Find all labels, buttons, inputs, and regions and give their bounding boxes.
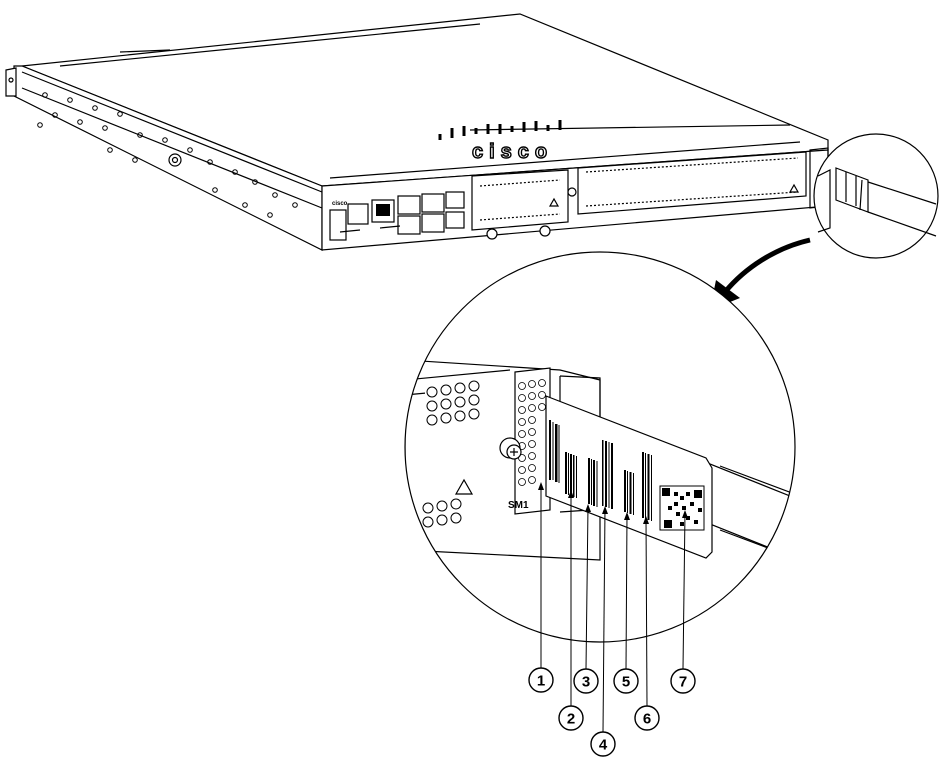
- callout-3: 3: [573, 668, 599, 694]
- callout-5-number: 5: [622, 674, 630, 691]
- slot-label-sm1: SM1: [508, 500, 529, 511]
- sfp-port-1: [445, 191, 465, 209]
- console-port: [347, 203, 369, 225]
- zoom-source-circle: [813, 133, 939, 259]
- side-mounting-holes: [37, 92, 298, 218]
- callout-2: 2: [558, 705, 584, 731]
- barcode-1: [549, 420, 560, 483]
- barcode-5: [624, 470, 634, 515]
- router-chassis: cisco cisco: [5, 13, 829, 251]
- barcode-4: [602, 440, 613, 509]
- ethernet-port-4: [421, 213, 445, 233]
- front-panel-logo: cisco: [332, 201, 348, 207]
- barcode-3: [588, 458, 598, 507]
- callout-leader-lines: [540, 484, 686, 733]
- qr-code: [659, 485, 705, 531]
- zoom-detail-circle: SM1: [404, 251, 796, 643]
- ethernet-port-3: [421, 193, 445, 213]
- ethernet-port-1: [397, 195, 421, 215]
- ethernet-port-2: [397, 215, 421, 235]
- ground-screw-icon: [168, 153, 182, 167]
- callout-5: 5: [613, 668, 639, 694]
- callout-7: 7: [670, 668, 696, 694]
- callout-4: 4: [590, 731, 616, 757]
- barcode-6: [642, 452, 652, 521]
- callout-4-number: 4: [599, 737, 608, 754]
- callout-3-number: 3: [582, 674, 590, 691]
- callout-2-number: 2: [567, 711, 575, 728]
- callout-6: 6: [634, 705, 660, 731]
- callout-7-number: 7: [679, 674, 687, 691]
- callout-1: 1: [528, 667, 554, 693]
- warning-triangle-icon: [454, 478, 474, 495]
- thumb-screw-icon: [499, 437, 522, 460]
- callout-6-number: 6: [643, 711, 651, 728]
- service-module-slot-2: [577, 151, 807, 215]
- cisco-logo: cisco: [472, 141, 553, 163]
- callout-arrowheads: [538, 482, 688, 524]
- cisco-logo-bars: [438, 120, 562, 140]
- barcode-2: [565, 452, 577, 498]
- sfp-port-2: [445, 211, 465, 229]
- callout-1-number: 1: [537, 673, 545, 690]
